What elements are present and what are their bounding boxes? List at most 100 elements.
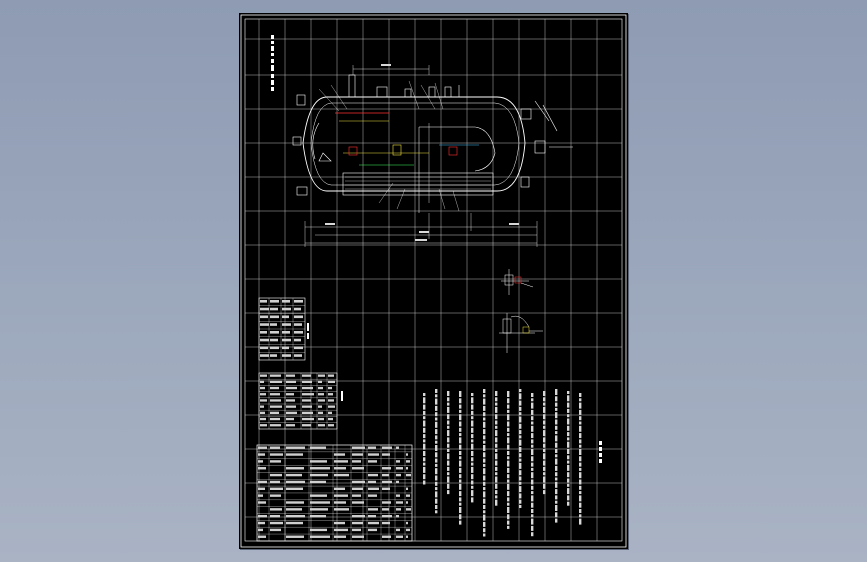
note-text-fragment [459, 507, 462, 513]
note-text-fragment [471, 434, 474, 439]
table-cell-text [334, 453, 345, 456]
note-text-fragment [459, 483, 462, 490]
table-cell-text [258, 494, 263, 497]
note-text-fragment [435, 487, 438, 491]
note-text-fragment [579, 416, 582, 421]
table-cell-text [382, 453, 390, 456]
table-cell-text [334, 535, 346, 538]
note-text-fragment [567, 478, 570, 483]
note-text-fragment [519, 406, 522, 411]
note-text-fragment [543, 437, 546, 443]
note-text-fragment [495, 437, 498, 443]
table-cell-text [270, 446, 280, 449]
table-cell-text [318, 405, 322, 408]
note-text-fragment [459, 460, 462, 467]
table-cell-text [302, 417, 314, 421]
note-text-fragment [555, 407, 558, 411]
table-cell-text [368, 508, 378, 511]
note-text-fragment [507, 483, 510, 490]
note-text-fragment [567, 501, 570, 506]
table-cell-text [382, 508, 389, 511]
note-text-fragment [555, 454, 558, 458]
note-text-fragment [555, 435, 558, 442]
note-text-fragment [519, 476, 522, 481]
note-text-fragment [495, 443, 498, 448]
table-cell-text [406, 501, 408, 504]
note-text-fragment [531, 502, 534, 508]
note-text-fragment [459, 398, 462, 404]
note-text-fragment [435, 498, 438, 504]
table-cell-text [260, 399, 267, 402]
note-text-fragment [447, 391, 450, 396]
table-cell-text [406, 487, 408, 490]
note-text-fragment [435, 481, 438, 486]
note-text-fragment [459, 497, 462, 502]
table-cell-text [328, 393, 333, 396]
note-text-fragment [483, 505, 486, 509]
note-text-fragment [555, 425, 558, 430]
note-text-fragment [555, 477, 558, 481]
vessel-main-view [292, 64, 573, 247]
table-cell-text [286, 473, 302, 477]
note-text-fragment [579, 444, 582, 448]
note-text-fragment [507, 467, 510, 473]
note-text-fragment [531, 393, 534, 397]
note-text-fragment [531, 402, 534, 409]
table-cell-text [260, 405, 264, 408]
note-text-fragment [471, 466, 474, 473]
table-cell-text [270, 307, 278, 311]
note-text-fragment [531, 491, 534, 495]
drawing-sheet[interactable] [239, 13, 628, 549]
note-text-fragment [519, 499, 522, 504]
note-text-fragment [447, 449, 450, 452]
table-cell-text [382, 480, 392, 484]
note-text-fragment [507, 433, 510, 437]
note-text-fragment [567, 391, 570, 394]
note-text-fragment [531, 433, 534, 439]
table-cell-text [368, 480, 376, 484]
table-cell-text [294, 338, 301, 342]
note-text-fragment [543, 476, 546, 483]
table-cell-text [396, 515, 399, 518]
note-text-fragment [543, 443, 546, 448]
note-text-fragment [435, 458, 438, 463]
table-cell-text [302, 380, 312, 383]
table-cell-text [260, 315, 268, 319]
note-text-fragment [579, 495, 582, 502]
note-text-fragment [567, 414, 570, 418]
note-text-fragment [531, 462, 534, 467]
table-cell-text [310, 508, 328, 511]
table-cell-text [382, 521, 390, 525]
note-text-fragment [471, 485, 474, 489]
note-text-fragment [435, 394, 438, 398]
table-cell-text [352, 494, 361, 497]
note-text-fragment [555, 512, 558, 518]
note-text-fragment [519, 493, 522, 499]
note-text-fragment [495, 391, 498, 396]
note-text-fragment [579, 421, 582, 425]
note-text-fragment [507, 456, 510, 460]
note-text-fragment [543, 453, 546, 460]
table-cell-text [260, 417, 266, 421]
table-cell-text [270, 374, 281, 377]
note-text-fragment [483, 533, 486, 537]
note-text-fragment [543, 483, 546, 489]
note-text-fragment [435, 491, 438, 498]
table-cell-text [396, 535, 403, 538]
table-cell-text [270, 393, 280, 396]
note-text-fragment [447, 430, 450, 437]
note-text-fragment [531, 425, 534, 432]
note-text-fragment [459, 467, 462, 473]
table-cell-text [368, 446, 376, 449]
table-cell-text [258, 535, 266, 538]
note-text-fragment [423, 410, 426, 415]
note-text-fragment [471, 439, 474, 443]
table-cell-text [286, 467, 304, 470]
table-cell-text [258, 453, 265, 456]
note-text-fragment [555, 389, 558, 395]
table-cell-text [286, 535, 304, 538]
note-text-fragment [567, 460, 570, 464]
table-cell-text [260, 346, 268, 350]
table-cell-text [286, 521, 303, 525]
